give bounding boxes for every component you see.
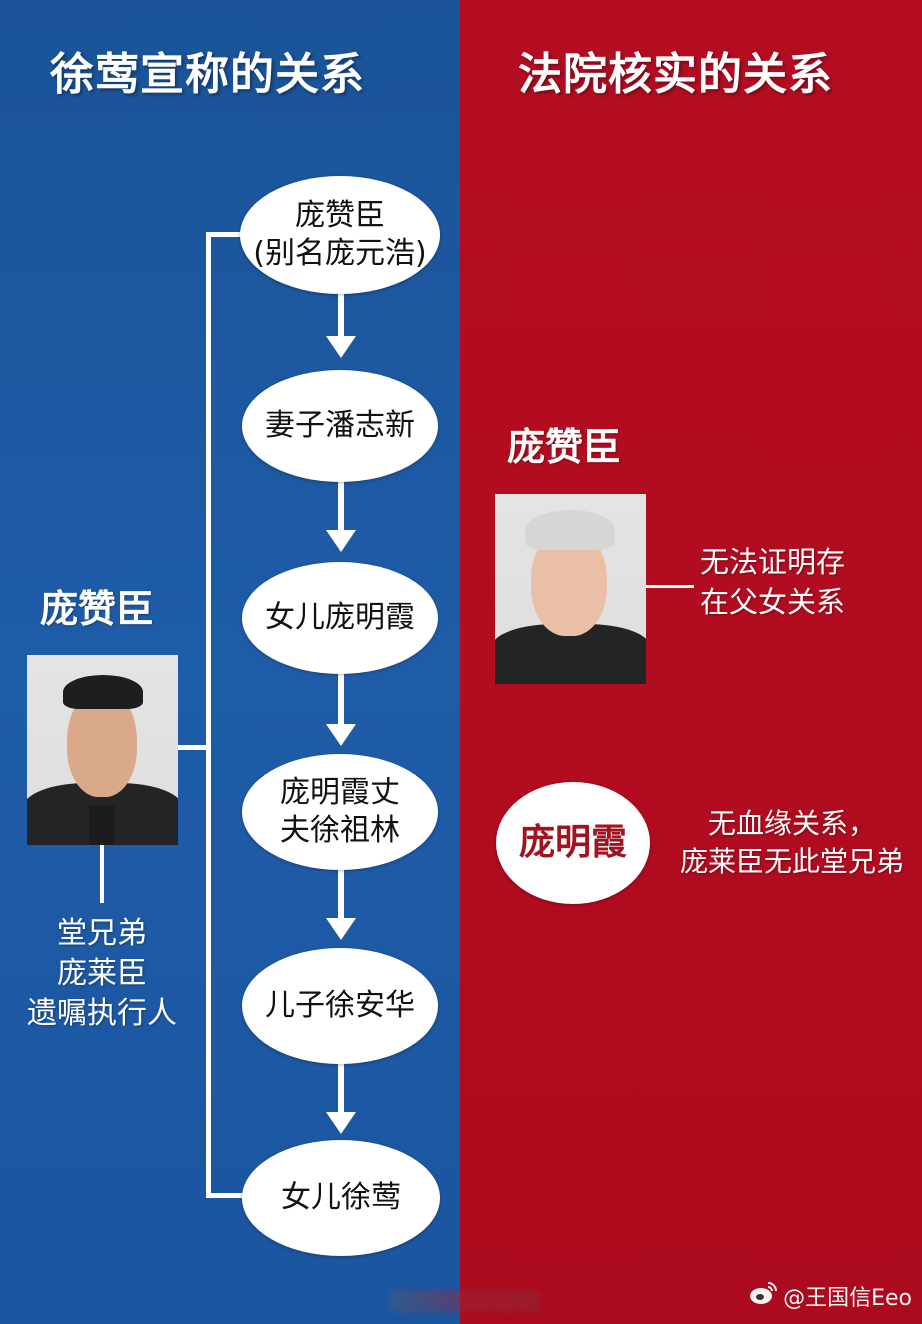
- node-son: 儿子徐安华: [242, 948, 438, 1064]
- node-pang-zanchen: 庞赞臣 (别名庞元浩): [240, 176, 440, 294]
- node-line1: 妻子潘志新: [265, 408, 415, 443]
- node-line1: 儿子徐安华: [265, 988, 415, 1023]
- arrow-stem-2: [338, 480, 344, 530]
- left-title: 徐莺宣称的关系: [50, 49, 365, 100]
- node-daughter-xu-ying: 女儿徐莺: [242, 1140, 440, 1256]
- right-title: 法院核实的关系: [518, 49, 833, 100]
- node-daughter-pang-mingxia: 女儿庞明霞: [242, 562, 438, 674]
- bracket-vertical: [206, 232, 211, 1198]
- photo-to-note-line: [646, 585, 694, 588]
- weibo-icon: [749, 1280, 779, 1312]
- bracket-to-photo: [178, 745, 208, 750]
- right-person-note: 无法证明存 在父女关系: [700, 545, 846, 619]
- node-line2: 夫徐祖林: [280, 813, 400, 848]
- node-line2: (别名庞元浩): [253, 236, 427, 271]
- arrow-down-icon: [326, 918, 356, 940]
- node-line1: 女儿庞明霞: [265, 600, 415, 635]
- node-line1: 庞赞臣: [295, 198, 385, 233]
- node-son-in-law: 庞明霞丈 夫徐祖林: [242, 754, 438, 870]
- arrow-stem-4: [338, 868, 344, 918]
- arrow-down-icon: [326, 1112, 356, 1134]
- right-oval-pang-mingxia: 庞明霞: [496, 782, 650, 904]
- left-person-name: 庞赞臣: [40, 587, 155, 631]
- right-person-photo: [495, 494, 646, 684]
- blurred-watermark: [390, 1290, 540, 1312]
- arrow-stem-3: [338, 672, 344, 724]
- left-person-photo: [27, 655, 178, 845]
- watermark-text: @王国信Eeo: [783, 1286, 912, 1311]
- right-person-name: 庞赞臣: [507, 425, 622, 469]
- bracket-top: [206, 232, 252, 237]
- arrow-down-icon: [326, 336, 356, 358]
- arrow-down-icon: [326, 724, 356, 746]
- arrow-stem-1: [338, 290, 344, 336]
- watermark: @王国信Eeo: [749, 1280, 912, 1312]
- arrow-stem-5: [338, 1062, 344, 1112]
- arrow-down-icon: [326, 530, 356, 552]
- photo-to-caption-line: [100, 845, 104, 903]
- right-oval-note: 无血缘关系， 庞莱臣无此堂兄弟: [679, 807, 904, 878]
- bracket-bottom: [206, 1193, 250, 1198]
- node-line1: 女儿徐莺: [281, 1180, 401, 1215]
- node-line1: 庞明霞丈: [280, 775, 400, 810]
- left-caption: 堂兄弟 庞莱臣 遗嘱执行人: [27, 916, 177, 1031]
- node-wife: 妻子潘志新: [242, 370, 438, 482]
